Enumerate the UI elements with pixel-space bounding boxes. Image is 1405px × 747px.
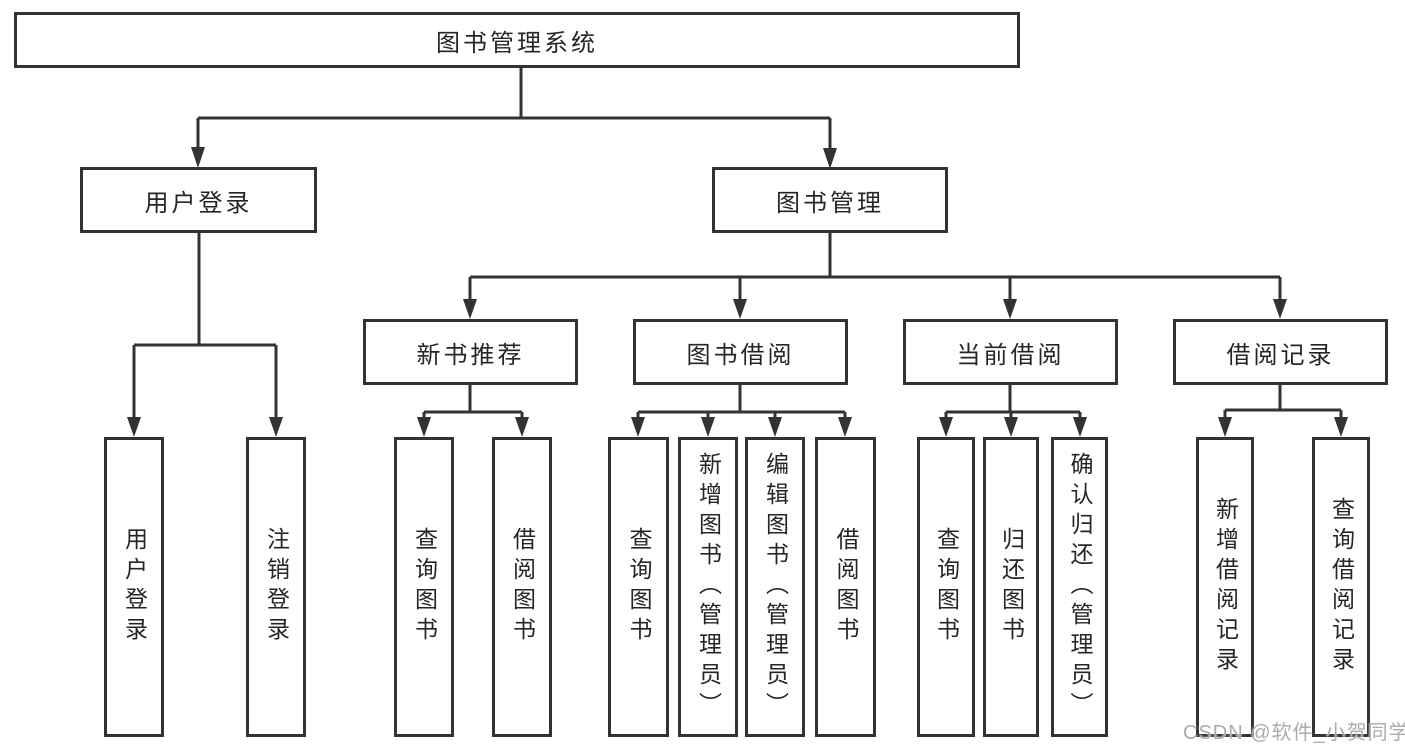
edge-borrowing-records-to-leaves [1223, 385, 1343, 422]
node-new-book-recommend-label: 新书推荐 [416, 341, 525, 369]
leaf-query-books-borrowing-label: 查询图书 [626, 527, 652, 647]
node-book-management-label: 图书管理 [776, 189, 884, 217]
node-root: 图书管理系统 [14, 12, 1020, 68]
node-book-borrowing: 图书借阅 [633, 319, 848, 385]
leaf-user-login: 用户登录 [104, 437, 164, 737]
leaf-logout-label: 注销登录 [263, 527, 290, 647]
edge-current-borrowing-to-leaves [944, 385, 1082, 422]
leaf-edit-book-admin-label: 编辑图书（管理员） [762, 452, 789, 722]
leaf-query-borrow-record-label: 查询借阅记录 [1328, 497, 1355, 677]
leaf-edit-book-admin: 编辑图书（管理员） [745, 437, 805, 737]
node-user-login: 用户登录 [80, 167, 317, 233]
node-current-borrowing: 当前借阅 [903, 319, 1118, 385]
leaf-add-book-admin: 新增图书（管理员） [678, 437, 738, 737]
node-current-borrowing-label: 当前借阅 [956, 341, 1065, 369]
leaf-query-books-current-label: 查询图书 [933, 527, 960, 647]
edge-new-book-recommend-to-leaves [422, 385, 524, 422]
edge-book-management-to-level3 [468, 233, 1282, 303]
node-borrowing-records-label: 借阅记录 [1226, 341, 1335, 369]
edge-book-borrowing-to-leaves [636, 385, 847, 422]
leaf-confirm-return-admin-label: 确认归还（管理员） [1067, 452, 1093, 722]
leaf-borrow-books-borrowing: 借阅图书 [815, 437, 876, 737]
node-book-borrowing-label: 图书借阅 [686, 341, 795, 369]
node-root-label: 图书管理系统 [436, 29, 598, 57]
leaf-query-books-recommend: 查询图书 [394, 437, 454, 737]
leaf-query-borrow-record: 查询借阅记录 [1312, 437, 1370, 737]
leaf-borrow-books-recommend-label: 借阅图书 [509, 527, 536, 647]
leaf-confirm-return-admin: 确认归还（管理员） [1051, 437, 1108, 737]
leaf-logout: 注销登录 [246, 437, 306, 737]
arrowheads [127, 147, 1348, 437]
node-new-book-recommend: 新书推荐 [363, 319, 578, 385]
edge-user-login-to-leaves [132, 233, 278, 421]
node-book-management: 图书管理 [712, 167, 948, 233]
edge-root-to-level2 [196, 68, 832, 152]
node-user-login-label: 用户登录 [144, 189, 253, 217]
leaf-user-login-label: 用户登录 [121, 527, 148, 647]
csdn-watermark: CSDN @软件_小贺同学 [1183, 722, 1405, 744]
node-borrowing-records: 借阅记录 [1173, 319, 1388, 385]
leaf-query-books-borrowing: 查询图书 [608, 437, 669, 737]
leaf-add-borrow-record: 新增借阅记录 [1196, 437, 1254, 737]
leaf-query-books-recommend-label: 查询图书 [411, 527, 438, 647]
leaf-return-books: 归还图书 [983, 437, 1039, 737]
leaf-return-books-label: 归还图书 [998, 527, 1025, 647]
leaf-borrow-books-borrowing-label: 借阅图书 [833, 527, 859, 647]
leaf-borrow-books-recommend: 借阅图书 [492, 437, 552, 737]
leaf-add-borrow-record-label: 新增借阅记录 [1212, 497, 1239, 677]
leaf-query-books-current: 查询图书 [917, 437, 975, 737]
leaf-add-book-admin-label: 新增图书（管理员） [695, 452, 722, 722]
